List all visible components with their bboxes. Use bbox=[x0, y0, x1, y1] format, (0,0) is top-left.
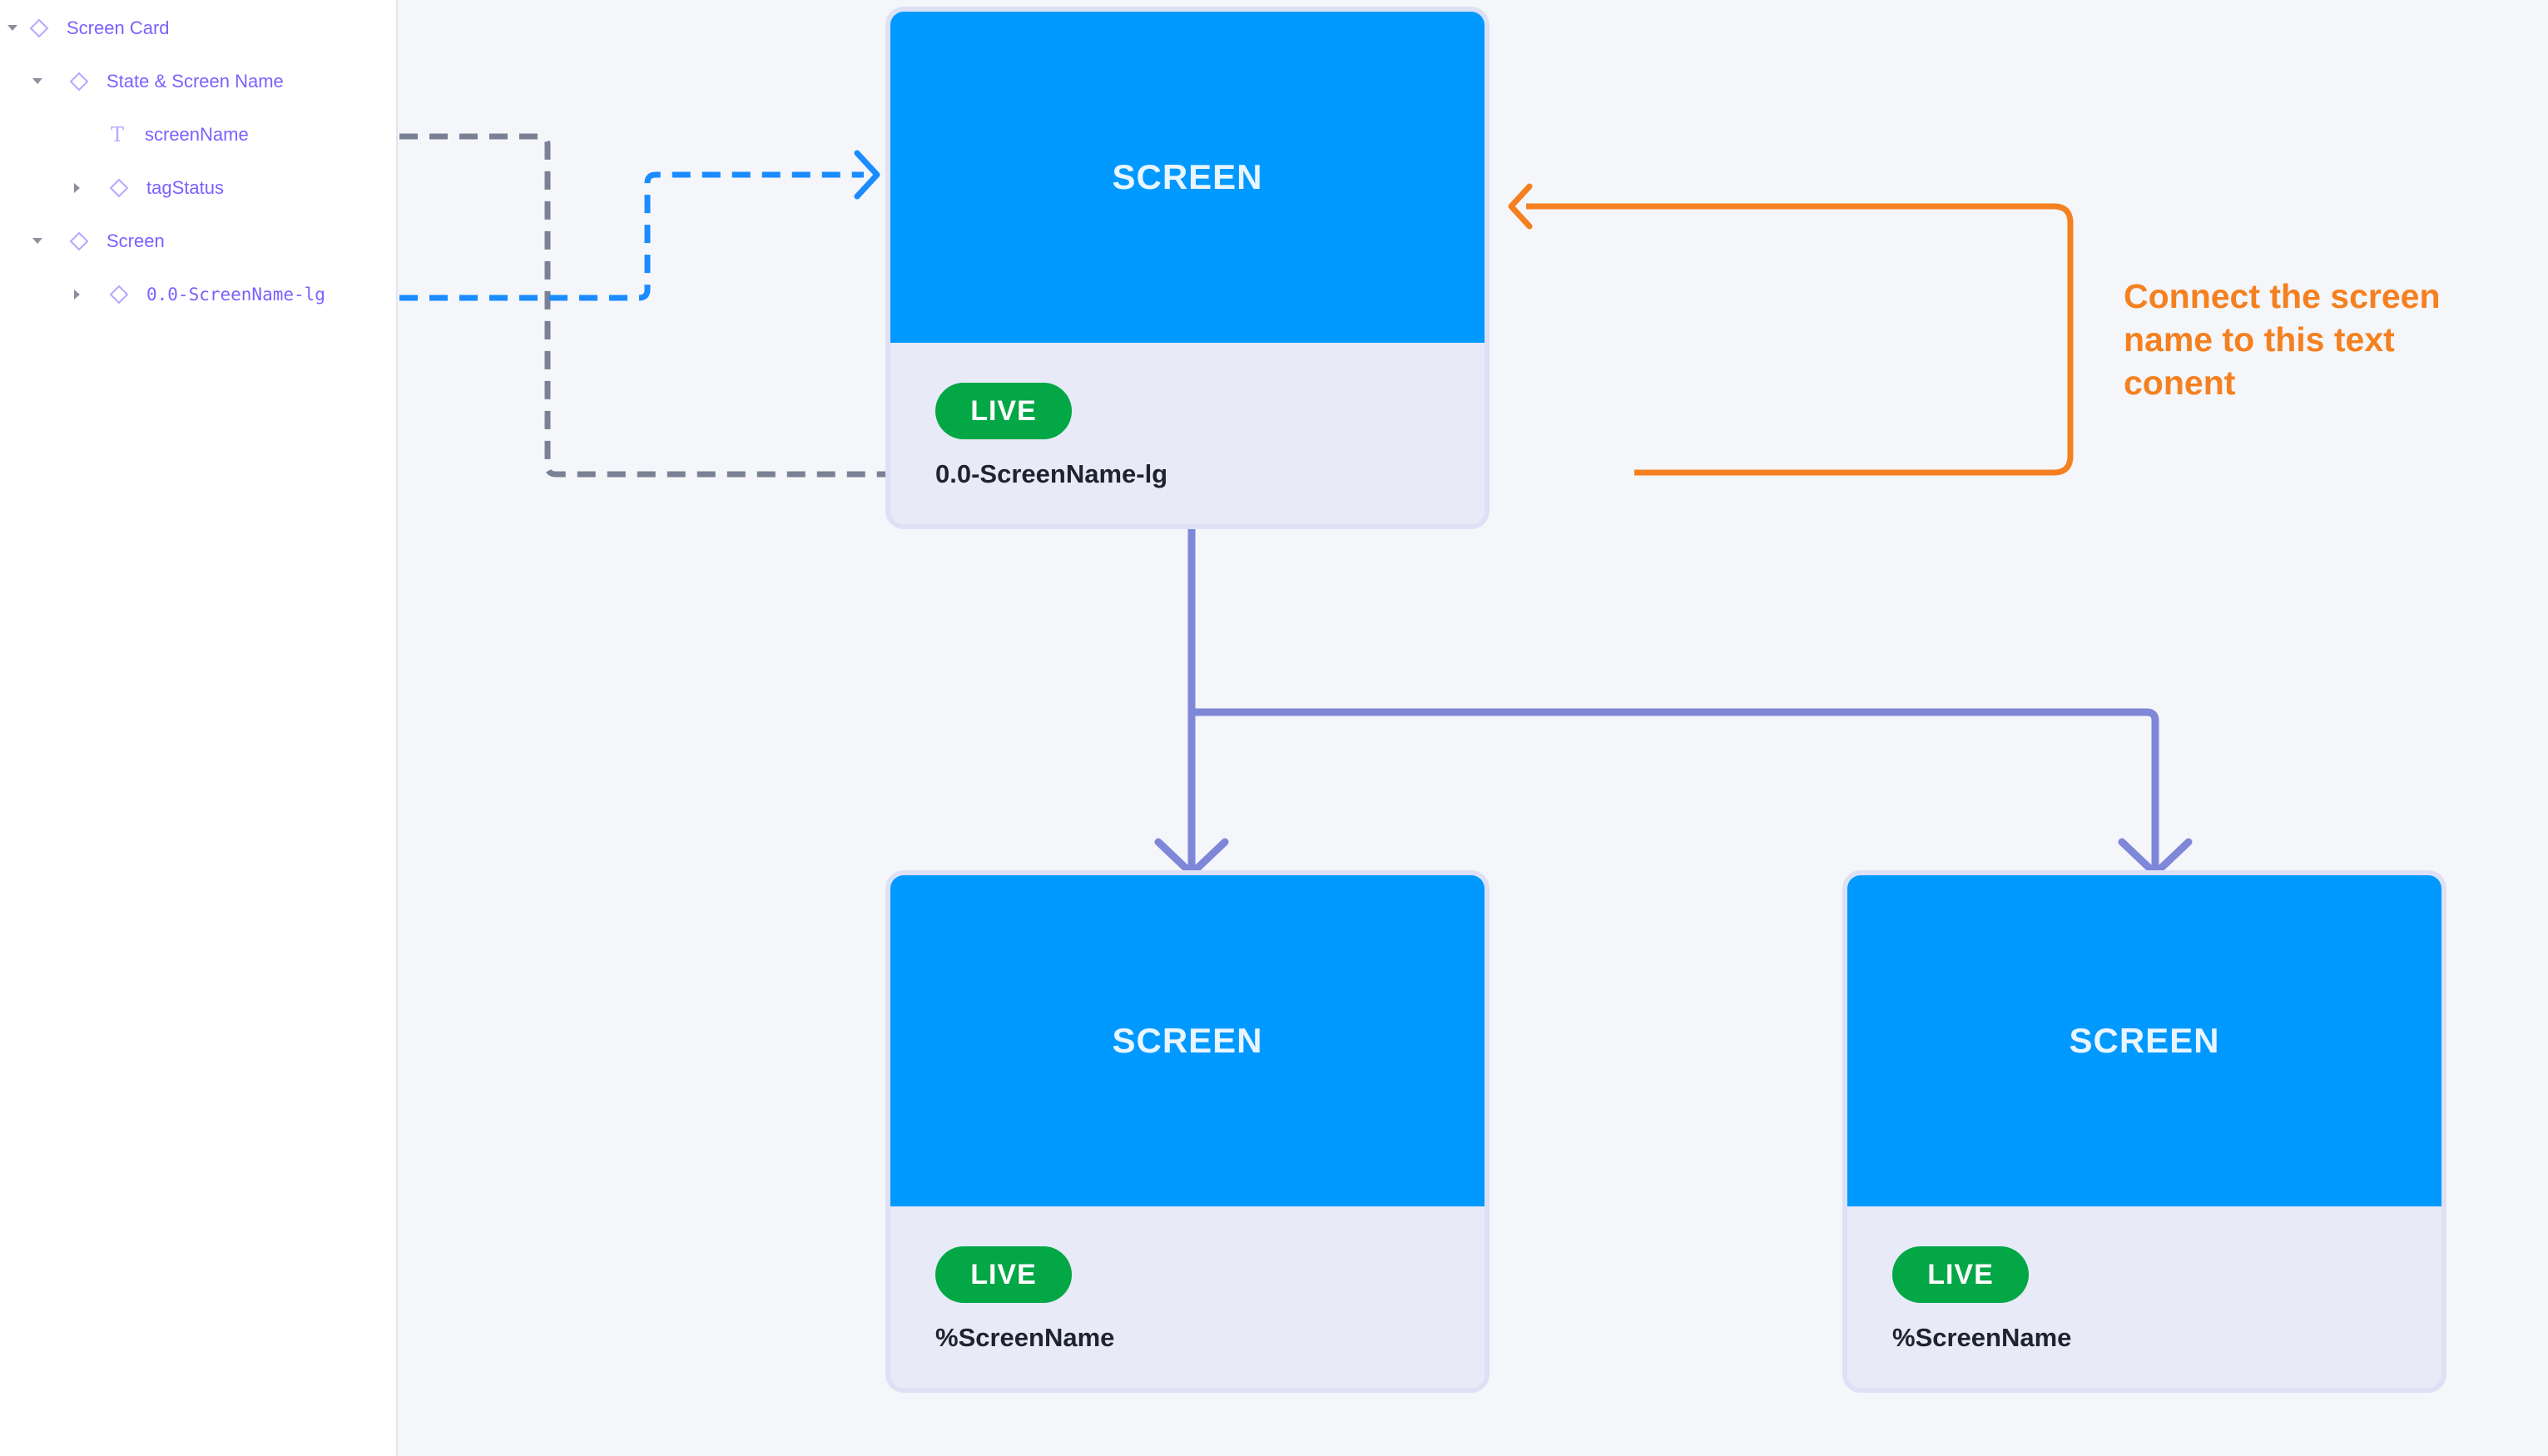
layer-label: screenName bbox=[145, 124, 249, 145]
chevron-down-icon[interactable] bbox=[28, 237, 47, 245]
chevron-right-icon[interactable] bbox=[68, 182, 87, 194]
status-badge: LIVE bbox=[935, 1246, 1072, 1303]
layer-screen[interactable]: Screen bbox=[28, 225, 165, 258]
blue-arrowhead-icon bbox=[854, 150, 880, 200]
status-badge: LIVE bbox=[935, 383, 1072, 439]
chevron-down-icon[interactable] bbox=[3, 24, 22, 32]
layer-tag-status[interactable]: tagStatus bbox=[68, 171, 224, 205]
component-icon bbox=[68, 72, 90, 92]
layers-panel: Screen Card State & Screen Name T screen… bbox=[0, 0, 398, 1456]
component-icon bbox=[108, 285, 130, 305]
orange-connector bbox=[1526, 203, 2074, 476]
layer-state-screen-name[interactable]: State & Screen Name bbox=[28, 65, 284, 98]
status-badge: LIVE bbox=[1892, 1246, 2029, 1303]
layer-screen-card[interactable]: Screen Card bbox=[3, 12, 170, 45]
component-icon bbox=[108, 178, 130, 198]
screen-label: SCREEN bbox=[1112, 1021, 1263, 1060]
layer-screen-variant[interactable]: 0.0-ScreenName-lg bbox=[68, 278, 325, 311]
text-icon: T bbox=[110, 123, 124, 146]
screen-name-connector bbox=[399, 133, 897, 478]
screen-card-instance[interactable]: SCREEN LIVE %ScreenName bbox=[885, 870, 1490, 1393]
instance-connector bbox=[1187, 526, 2159, 870]
design-canvas[interactable]: SCREEN LIVE 0.0-ScreenName-lg SCREEN LIV… bbox=[398, 0, 2548, 1456]
screen-name-text: %ScreenName bbox=[935, 1323, 1115, 1352]
orange-arrowhead-icon bbox=[1508, 183, 1533, 230]
layer-label: Screen Card bbox=[67, 17, 170, 38]
component-icon bbox=[68, 231, 90, 251]
annotation-note: Connect the screen name to this text con… bbox=[2124, 277, 2441, 402]
screen-preview[interactable]: SCREEN bbox=[890, 875, 1485, 1206]
layer-label: State & Screen Name bbox=[107, 71, 284, 92]
layer-label: tagStatus bbox=[146, 177, 224, 198]
layer-label: Screen bbox=[107, 230, 165, 251]
screen-variant-connector bbox=[399, 171, 864, 301]
chevron-right-icon[interactable] bbox=[68, 289, 87, 300]
screen-preview[interactable]: SCREEN bbox=[890, 12, 1485, 343]
component-icon bbox=[28, 18, 50, 38]
screen-label: SCREEN bbox=[2069, 1021, 2220, 1060]
screen-name-text: 0.0-ScreenName-lg bbox=[935, 459, 1168, 488]
layer-label: 0.0-ScreenName-lg bbox=[146, 285, 325, 305]
chevron-down-icon[interactable] bbox=[28, 77, 47, 86]
layer-screen-name[interactable]: T screenName bbox=[107, 118, 249, 151]
screen-preview[interactable]: SCREEN bbox=[1847, 875, 2441, 1206]
screen-name-text: %ScreenName bbox=[1892, 1323, 2072, 1352]
screen-card-master[interactable]: SCREEN LIVE 0.0-ScreenName-lg bbox=[885, 7, 1490, 529]
screen-label: SCREEN bbox=[1112, 157, 1263, 196]
screen-card-instance[interactable]: SCREEN LIVE %ScreenName bbox=[1842, 870, 2446, 1393]
